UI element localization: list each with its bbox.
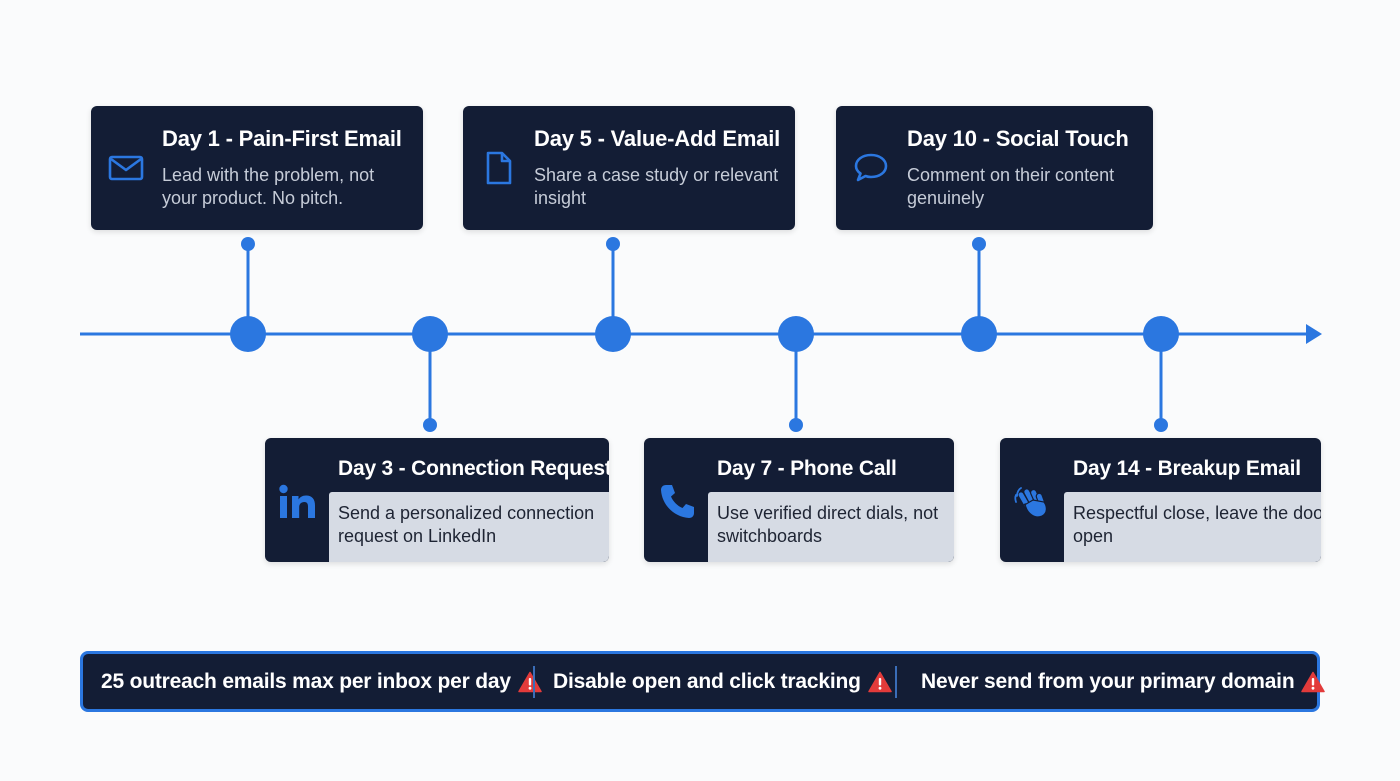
warning-icon [518, 671, 542, 692]
step-card-day-7: Day 7 - Phone Call Use verified direct d… [644, 438, 954, 562]
step-description: Lead with the problem, not your product.… [162, 165, 375, 208]
description-panel [329, 492, 609, 562]
step-title: Day 14 - Breakup Email [1073, 457, 1301, 480]
description-panel [708, 492, 954, 562]
step-title: Day 1 - Pain-First Email [162, 126, 402, 151]
step-title: Day 3 - Connection Request [338, 457, 609, 480]
document-icon [486, 151, 512, 185]
rule-divider [533, 666, 535, 698]
step-title: Day 5 - Value-Add Email [534, 126, 781, 151]
step-card-day-14: Day 14 - Breakup Email Respectful close,… [1000, 438, 1321, 562]
step-description: Respectful close, leave the door open [1073, 503, 1321, 546]
description-panel [1064, 492, 1321, 562]
step-description: Share a case study or relevant insight [534, 165, 779, 208]
step-card-day-5: Day 5 - Value-Add Email Share a case stu… [463, 106, 795, 230]
speech-bubble-icon [854, 153, 888, 182]
step-description: Use verified direct dials, not switchboa… [717, 503, 939, 546]
warning-icon [1301, 671, 1326, 692]
step-title: Day 7 - Phone Call [717, 457, 897, 480]
rules-bar: 25 outreach emails max per inbox per day… [80, 651, 1326, 712]
step-description: Comment on their content genuinely [907, 165, 1115, 208]
timeline-arrowhead [1306, 324, 1322, 344]
step-description: Send a personalized connection request o… [338, 503, 595, 546]
rule-item: Never send from your primary domain [921, 654, 1326, 709]
waving-hand-icon [1014, 487, 1047, 518]
timeline-node-day-1 [230, 316, 266, 352]
step-card-day-3: Day 3 - Connection Request Send a person… [265, 438, 609, 562]
warning-icon [867, 671, 892, 692]
timeline-node-day-7 [778, 316, 814, 352]
rule-item: 25 outreach emails max per inbox per day [101, 654, 542, 709]
timeline-node-day-5 [595, 316, 631, 352]
phone-icon [661, 485, 694, 518]
rule-text: Never send from your primary domain [921, 669, 1295, 693]
timeline-node-day-10 [961, 316, 997, 352]
step-card-day-1: Day 1 - Pain-First Email Lead with the p… [91, 106, 423, 230]
rule-text: Disable open and click tracking [553, 669, 861, 693]
step-card-day-10: Day 10 - Social Touch Comment on their c… [836, 106, 1153, 230]
timeline-node-day-3 [412, 316, 448, 352]
timeline-node-day-14 [1143, 316, 1179, 352]
rule-item: Disable open and click tracking [553, 654, 892, 709]
rule-divider [895, 666, 897, 698]
rule-text: 25 outreach emails max per inbox per day [101, 669, 511, 693]
step-title: Day 10 - Social Touch [907, 126, 1129, 151]
envelope-icon [108, 155, 144, 181]
linkedin-icon [279, 484, 315, 518]
